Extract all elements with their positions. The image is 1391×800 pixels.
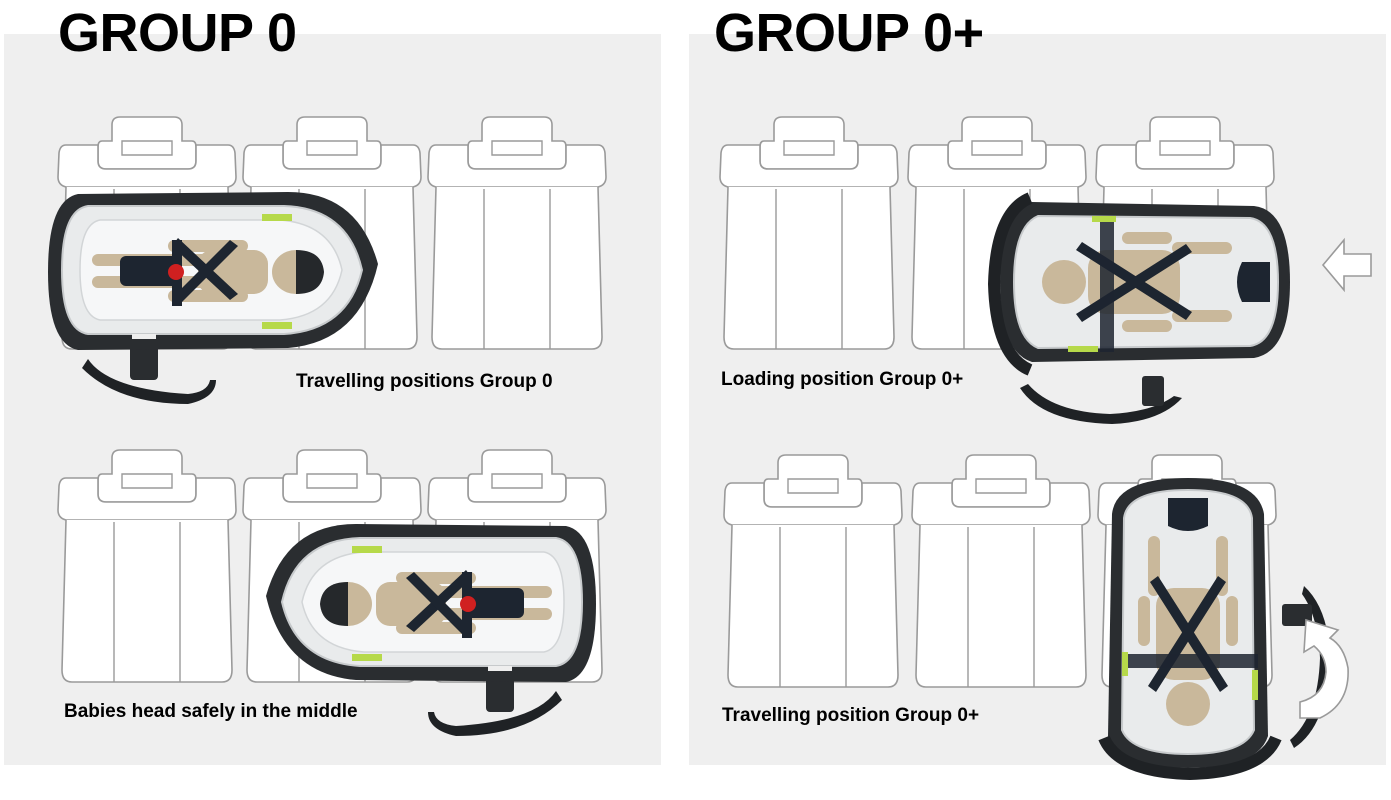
- heading-group0: GROUP 0: [58, 3, 297, 63]
- rear-seat-left-travelling: [723, 454, 903, 688]
- curved-arrow-icon: [1299, 618, 1349, 719]
- infant-carrier-travelling: [1104, 478, 1330, 774]
- caption-babies-head: Babies head safely in the middle: [64, 701, 358, 722]
- rear-seat-middle-travelling: [911, 454, 1091, 688]
- rear-seat-right-top: [427, 116, 607, 350]
- caption-loading-group0plus: Loading position Group 0+: [721, 369, 964, 390]
- caption-travelling-group0: Travelling positions Group 0: [296, 371, 553, 392]
- caption-travelling-group0plus: Travelling position Group 0+: [722, 705, 980, 726]
- rear-seat-left-loading: [719, 116, 899, 350]
- infant-carrier-loading: [994, 198, 1290, 424]
- arrow-left-icon: [1321, 237, 1372, 293]
- rear-seat-left-bottom: [57, 449, 237, 683]
- heading-group0plus: GROUP 0+: [714, 3, 984, 63]
